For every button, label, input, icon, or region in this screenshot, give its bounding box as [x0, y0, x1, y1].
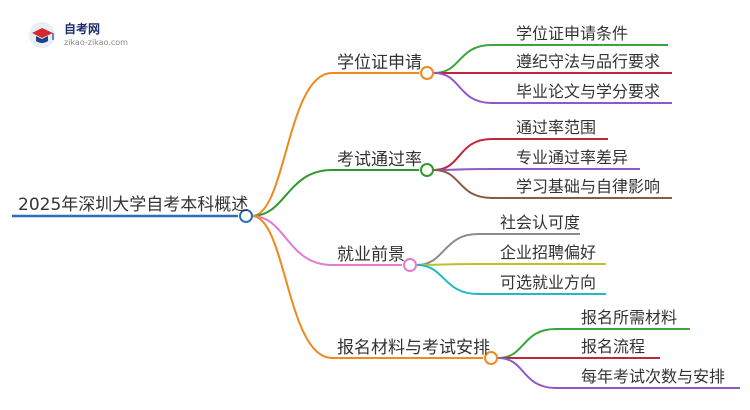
connector-branch-leaf-1-3 — [433, 72, 493, 104]
leaf-label-4-2: 报名流程 — [581, 337, 645, 356]
branch-node-4[interactable] — [484, 351, 498, 365]
connector-root-branch-2 — [251, 169, 333, 217]
leaf-label-2-1: 通过率范围 — [516, 118, 596, 137]
logo-url: zikao-zikao.com — [64, 38, 128, 47]
logo: 自考网 zikao-zikao.com — [29, 21, 128, 48]
leaf-label-2-3: 学习基础与自律影响 — [516, 177, 660, 196]
connector-root-branch-3 — [251, 215, 333, 266]
branch-label-1: 学位证申请 — [337, 53, 422, 73]
leaf-label-4-3: 每年考试次数与安排 — [581, 367, 725, 386]
connector-root-branch-1 — [251, 72, 333, 217]
connector-branch-leaf-3-3 — [416, 264, 479, 295]
branch-label-4: 报名材料与考试安排 — [337, 338, 490, 358]
leaf-label-2-2: 专业通过率差异 — [516, 148, 628, 167]
connector-branch-leaf-2-1 — [433, 138, 493, 171]
leaf-label-1-1: 学位证申请条件 — [516, 24, 628, 43]
graduation-cap-icon — [29, 22, 55, 48]
connector-branch-leaf-3-2 — [416, 263, 479, 266]
connector-branch-leaf-2-3 — [433, 169, 493, 199]
branch-node-1[interactable] — [420, 66, 434, 80]
branch-label-3: 就业前景 — [337, 245, 405, 265]
connector-branch-leaf-1-1 — [433, 44, 493, 74]
root-node[interactable] — [239, 209, 253, 223]
leaf-label-3-1: 社会认可度 — [500, 213, 580, 232]
root-label: 2025年深圳大学自考本科概述 — [18, 195, 248, 215]
leaf-label-3-3: 可选就业方向 — [500, 273, 596, 292]
connector-branch-leaf-4-1 — [497, 328, 557, 359]
connector-branch-leaf-3-1 — [416, 233, 479, 266]
connector-branch-leaf-4-3 — [497, 357, 557, 389]
connector-branch-leaf-2-2 — [433, 168, 493, 171]
branch-node-2[interactable] — [420, 163, 434, 177]
leaf-label-1-3: 毕业论文与学分要求 — [516, 82, 660, 101]
connector-root-branch-4 — [251, 215, 333, 359]
branch-label-2: 考试通过率 — [337, 150, 422, 170]
leaf-label-1-2: 遵纪守法与品行要求 — [516, 52, 660, 71]
logo-name: 自考网 — [64, 21, 100, 36]
branch-node-3[interactable] — [403, 258, 417, 272]
leaf-label-3-2: 企业招聘偏好 — [500, 243, 596, 262]
leaf-label-4-1: 报名所需材料 — [581, 308, 677, 327]
